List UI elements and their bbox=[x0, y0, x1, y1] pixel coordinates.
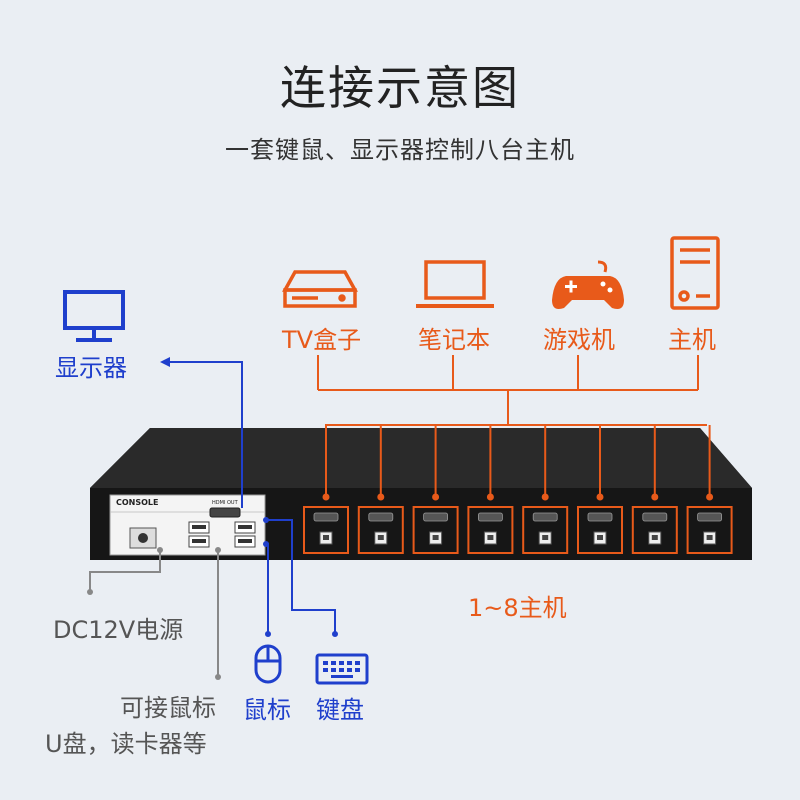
usb-ports-left bbox=[188, 521, 210, 548]
host-port-1 bbox=[303, 506, 349, 554]
host-drop-dot-7 bbox=[651, 493, 659, 501]
page-title: 连接示意图 bbox=[280, 61, 520, 115]
usb-ports-right bbox=[234, 521, 256, 548]
host-port-3 bbox=[412, 506, 459, 554]
monitor-label: 显示器 bbox=[55, 354, 127, 382]
laptop-label: 笔记本 bbox=[418, 326, 490, 354]
hdmi-out-label: HDMI OUT bbox=[212, 500, 238, 506]
hosts-range-label: 1~8主机 bbox=[468, 594, 567, 622]
host-drop-dot-1 bbox=[322, 493, 330, 501]
host-port-8 bbox=[686, 506, 733, 554]
gray-lines bbox=[89, 550, 219, 675]
hdmi-out-port bbox=[209, 507, 241, 518]
host-drop-dot-8 bbox=[706, 493, 714, 501]
host-drop-dot-6 bbox=[596, 493, 604, 501]
mouse-icon bbox=[254, 644, 282, 684]
console-label: CONSOLE bbox=[116, 498, 159, 507]
host-drop-dot-5 bbox=[541, 493, 549, 501]
power-label: DC12V电源 bbox=[53, 616, 184, 644]
pc-tower-icon bbox=[670, 236, 720, 310]
gamepad-icon bbox=[552, 260, 624, 309]
keyboard-label: 键盘 bbox=[316, 696, 364, 724]
page-subtitle: 一套键鼠、显示器控制八台主机 bbox=[225, 136, 575, 164]
mouse-label: 鼠标 bbox=[243, 696, 291, 724]
host-port-2 bbox=[357, 506, 404, 554]
game-console-label: 游戏机 bbox=[543, 326, 615, 354]
kvm-switch bbox=[90, 428, 752, 560]
keyboard-icon bbox=[315, 653, 369, 685]
host-drop-dot-2 bbox=[377, 493, 385, 501]
tv-box-label: TV盒子 bbox=[282, 326, 362, 354]
host-port-6 bbox=[577, 506, 623, 554]
host-port-7 bbox=[631, 506, 678, 554]
usb-label-line2: U盘，读卡器等 bbox=[45, 730, 207, 758]
host-port-4 bbox=[467, 506, 514, 554]
usb-label-line1: 可接鼠标 bbox=[120, 694, 216, 722]
host-label: 主机 bbox=[668, 326, 716, 354]
host-port-5 bbox=[522, 506, 569, 554]
host-drop-dot-4 bbox=[486, 493, 494, 501]
monitor-icon bbox=[63, 290, 125, 342]
host-port-blocks bbox=[303, 506, 733, 554]
host-drop-dot-3 bbox=[432, 493, 440, 501]
tv-box-icon bbox=[282, 270, 358, 308]
host-lines bbox=[317, 355, 714, 501]
laptop-icon bbox=[416, 260, 494, 308]
